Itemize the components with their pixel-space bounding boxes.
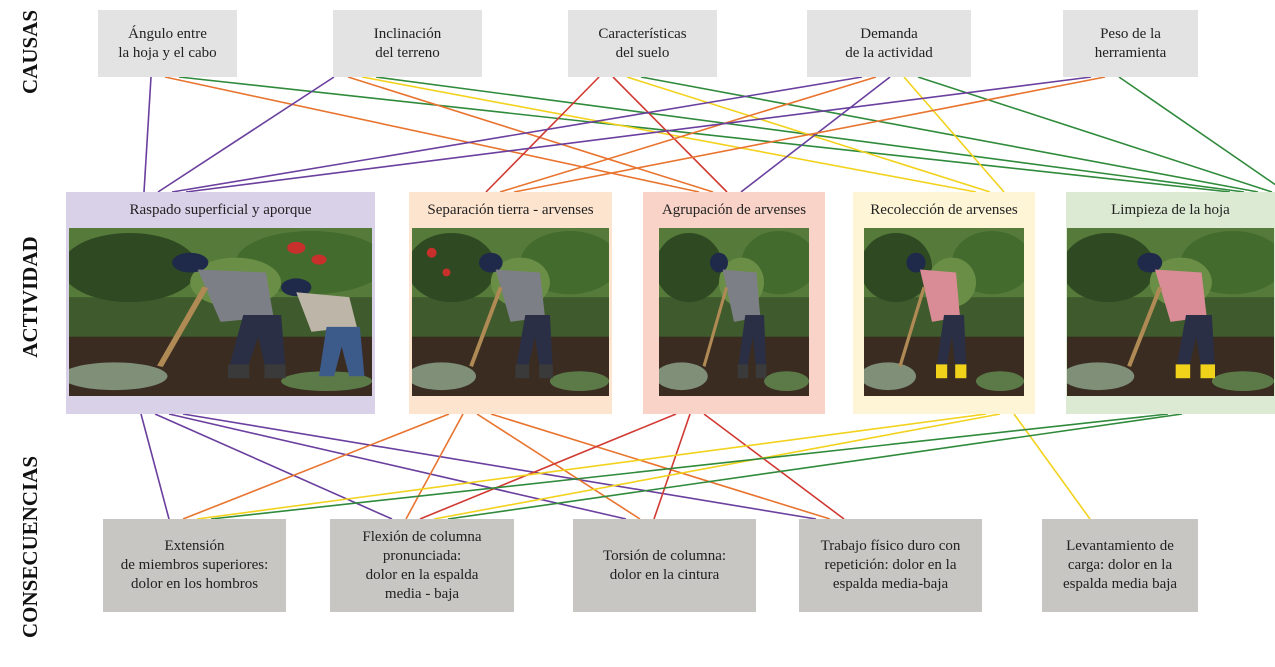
link-agrupacion-to-torsion xyxy=(653,413,691,520)
cause-text-line: del suelo xyxy=(615,44,670,61)
consequence-text-line: pronunciada: xyxy=(382,547,462,564)
consequence-box-trabajo: Trabajo físico duro con repetición: dolor… xyxy=(799,519,982,612)
consequence-text-line: dolor en la espalda xyxy=(365,566,479,583)
activity-title: Recolección de arvenses xyxy=(870,202,1018,218)
consequence-box-flexion: Flexión de columna pronunciada: dolor en l… xyxy=(330,519,514,612)
link-suelo-to-separacion xyxy=(485,76,600,193)
cause-text-line: herramienta xyxy=(1094,44,1167,61)
activity-title: Agrupación de arvenses xyxy=(661,202,807,218)
consequence-text-line: de miembros superiores: xyxy=(120,557,269,573)
activity-photo xyxy=(864,228,1024,396)
link-demanda-to-agrupacion xyxy=(740,76,891,193)
activity-photo xyxy=(1067,228,1274,396)
link-peso-to-separacion xyxy=(513,76,1106,193)
consequence-text-line: media - baja xyxy=(384,585,460,602)
row-label-activity: ACTIVIDAD xyxy=(18,236,42,358)
consequence-text-line: repetición: dolor en la xyxy=(824,557,957,573)
link-demanda-to-limpieza xyxy=(917,76,1273,193)
consequence-text-line: Trabajo físico duro con xyxy=(820,538,961,554)
cause-text-line: la hoja y el cabo xyxy=(118,44,217,61)
cause-box-angulo: Ángulo entre la hoja y el cabo xyxy=(98,10,237,77)
consequence-text-line: Torsión de columna: xyxy=(602,547,727,564)
link-demanda-to-raspado xyxy=(171,76,863,193)
cause-box-peso: Peso de la herramienta xyxy=(1063,10,1198,77)
consequence-text-line: espalda media-baja xyxy=(832,576,949,592)
link-limpieza-to-flexion xyxy=(447,413,1183,520)
consequence-text-line: dolor en los hombros xyxy=(130,576,259,592)
link-angulo-to-limpieza xyxy=(178,76,1231,193)
cause-text-line: Ángulo entre xyxy=(128,25,207,42)
activity-photo xyxy=(69,228,372,396)
cause-box-inclinacion: Inclinación del terreno xyxy=(333,10,482,77)
row-label-consequences: CONSECUENCIAS xyxy=(18,455,42,639)
activity-title: Raspado superficial y aporque xyxy=(129,202,312,218)
consequence-box-levantamiento: Levantamiento de carga: dolor en la espald… xyxy=(1042,519,1198,612)
consequence-text-line: Flexión de columna xyxy=(362,528,482,545)
link-demanda-to-separacion xyxy=(499,76,877,193)
activity-panel-agrupacion: Agrupación de arvenses xyxy=(643,192,825,414)
consequence-box-torsion: Torsión de columna: dolor en la cintura xyxy=(573,519,756,612)
link-limpieza-to-extension xyxy=(210,413,1169,520)
link-peso-to-raspado xyxy=(185,76,1092,193)
link-agrupacion-to-flexion xyxy=(419,413,677,520)
link-separacion-to-extension xyxy=(182,413,450,520)
link-inclinacion-to-raspado xyxy=(157,76,335,193)
consequence-text-line: Extensión xyxy=(164,538,225,554)
consequence-text-line: espalda media baja xyxy=(1062,576,1178,592)
cause-text-line: Características xyxy=(598,25,687,42)
consequence-text-line: carga: dolor en la xyxy=(1067,557,1173,573)
cause-box-suelo: Características del suelo xyxy=(568,10,717,77)
link-recoleccion-to-flexion xyxy=(433,413,1001,520)
link-agrupacion-to-trabajo xyxy=(703,413,845,520)
activity-panel-raspado: Raspado superficial y aporque xyxy=(66,192,375,414)
link-separacion-to-flexion xyxy=(405,413,464,520)
row-label-causes: CAUSAS xyxy=(18,9,42,95)
link-angulo-to-raspado xyxy=(143,76,152,193)
link-raspado-to-extension xyxy=(140,413,170,520)
activity-photo xyxy=(659,228,809,396)
link-raspado-to-trabajo xyxy=(182,413,817,520)
cause-box-demanda: Demanda de la actividad xyxy=(807,10,971,77)
activity-photo xyxy=(412,228,609,396)
consequence-text-line: Levantamiento de xyxy=(1066,538,1174,554)
link-suelo-to-agrupacion xyxy=(612,76,728,193)
cause-text-line: Peso de la xyxy=(1100,25,1161,42)
link-recoleccion-to-extension xyxy=(196,413,987,520)
cause-text-line: Demanda xyxy=(860,25,918,42)
consequence-box-extension: Extensión de miembros superiores: dolor en… xyxy=(103,519,286,612)
link-raspado-to-torsion xyxy=(168,413,627,520)
activity-title: Separación tierra - arvenses xyxy=(427,202,594,218)
link-raspado-to-flexion xyxy=(154,413,393,520)
activity-panel-separacion: Separación tierra - arvenses xyxy=(409,192,612,414)
consequence-text-line: dolor en la cintura xyxy=(609,566,720,583)
link-inclinacion-to-agrupacion xyxy=(347,76,714,193)
cause-text-line: de la actividad xyxy=(845,44,933,61)
cause-text-line: del terreno xyxy=(375,44,440,61)
cause-text-line: Inclinación xyxy=(373,25,442,42)
link-separacion-to-trabajo xyxy=(490,413,831,520)
activity-title: Limpieza de la hoja xyxy=(1111,202,1230,218)
link-peso-to-limpieza xyxy=(1118,76,1275,186)
link-recoleccion-to-levantamiento xyxy=(1013,413,1091,520)
link-demanda-to-recoleccion xyxy=(903,76,1005,193)
activity-panel-recoleccion: Recolección de arvenses xyxy=(853,192,1035,414)
activity-panel-limpieza: Limpieza de la hoja xyxy=(1066,192,1275,414)
link-separacion-to-torsion xyxy=(476,413,641,520)
